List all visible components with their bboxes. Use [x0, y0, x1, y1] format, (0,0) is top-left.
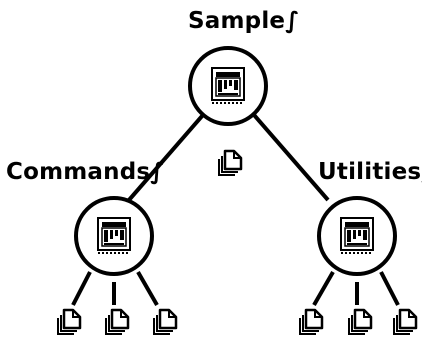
- commands-node: [74, 196, 154, 276]
- utilities-window-icon: [340, 217, 374, 254]
- edge-root-right: [239, 98, 330, 202]
- utilities-file-icon-3: [392, 308, 418, 336]
- edge-right-file-3: [379, 271, 400, 306]
- commands-file-icon-1: [56, 308, 82, 336]
- edge-root-left: [127, 98, 218, 202]
- root-label: Sample∫: [188, 8, 299, 34]
- utilities-file-icon-1: [298, 308, 324, 336]
- root-label-text: Sample: [188, 8, 286, 34]
- commands-label: Commands∫: [6, 159, 165, 185]
- edge-left-file-1: [71, 271, 92, 306]
- root-file-icon: [217, 149, 243, 177]
- edge-right-file-1: [312, 271, 335, 306]
- commands-file-icon-2: [104, 308, 130, 336]
- root-window-icon: [211, 67, 245, 104]
- root-label-suffix: ∫: [285, 8, 300, 34]
- utilities-label: Utilities∫: [318, 159, 422, 185]
- edge-left-file-3: [136, 271, 159, 306]
- utilities-node: [317, 196, 397, 276]
- utilities-label-text: Utilities: [318, 159, 422, 185]
- utilities-file-icon-2: [347, 308, 373, 336]
- root-node: [188, 46, 268, 126]
- commands-label-text: Commands: [6, 159, 151, 185]
- commands-label-suffix: ∫: [150, 159, 165, 185]
- commands-file-icon-3: [152, 308, 178, 336]
- commands-window-icon: [97, 217, 131, 254]
